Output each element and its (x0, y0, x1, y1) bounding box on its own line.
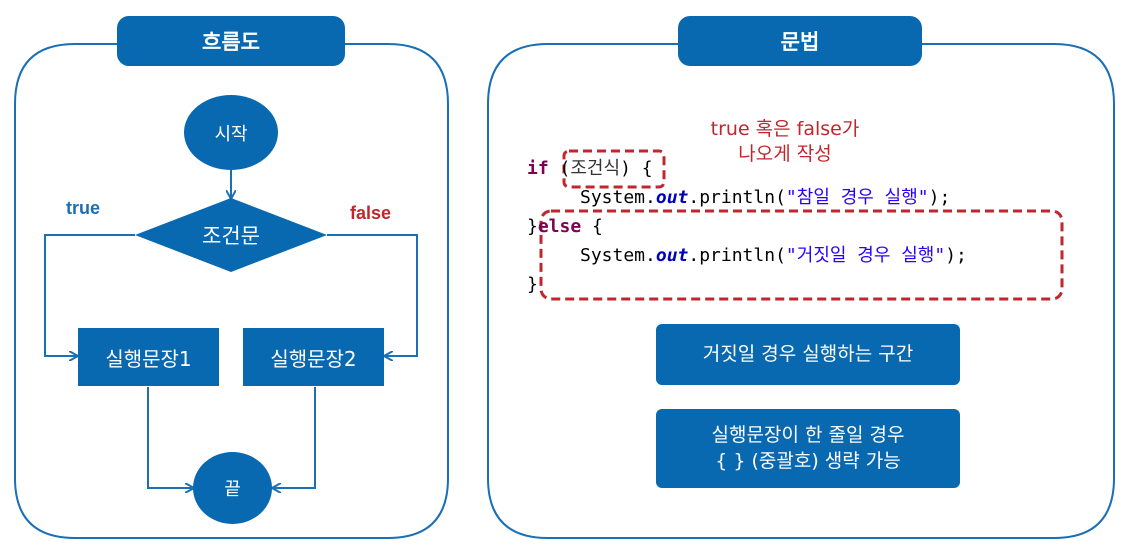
condition-note: true 혹은 false가 나오게 작성 (660, 117, 910, 166)
if-keyword: if (527, 158, 549, 179)
condition-diamond (135, 198, 327, 272)
flowchart-tab: 흐름도 (117, 16, 345, 66)
if-close-brace: } (527, 216, 538, 237)
brace-omit-line1: 실행문장이 한 줄일 경우 (711, 423, 905, 446)
out-field-2: out (655, 245, 689, 266)
if-open-brace: { (641, 158, 653, 179)
condition-highlight (562, 149, 666, 189)
system-text-1: System. (580, 187, 656, 208)
close-call-2: ); (945, 245, 967, 266)
brace-omit-info: 실행문장이 한 줄일 경우 { } (중괄호) 생략 가능 (656, 409, 960, 488)
out-field-1: out (655, 187, 689, 208)
system-text-2: System. (580, 245, 656, 266)
statement1-node: 실행문장1 (78, 328, 219, 386)
false-section-info: 거짓일 경우 실행하는 구간 (656, 324, 960, 385)
close-call-1: ); (928, 187, 951, 208)
else-open-brace: { (592, 216, 603, 237)
end-node: 끝 (193, 452, 272, 524)
end-label: 끝 (224, 479, 241, 500)
syntax-tab-title: 문법 (780, 30, 820, 54)
syntax-tab: 문법 (678, 16, 922, 66)
false-label: false (350, 203, 392, 223)
condition-label: 조건문 (202, 224, 260, 248)
else-block-highlight (539, 209, 1064, 301)
condition-node: 조건문 (135, 198, 327, 272)
statement2-label: 실행문장2 (270, 346, 357, 371)
true-string: "참일 경우 실행" (785, 187, 929, 208)
flowchart-panel-border (14, 43, 449, 539)
false-section-text: 거짓일 경우 실행하는 구간 (702, 342, 914, 365)
condition-note-line1: true 혹은 false가 (710, 118, 860, 140)
code-line-close: } (527, 276, 538, 294)
condition-note-line2: 나오게 작성 (738, 142, 832, 165)
brace-omit-line2: { } (중괄호) 생략 가능 (715, 449, 901, 472)
arrow-false-branch (327, 234, 418, 356)
statement1-label: 실행문장1 (105, 346, 192, 371)
println-text-2: .println( (688, 245, 786, 266)
condition-placeholder: 조건식 (570, 158, 621, 179)
syntax-panel-border (487, 43, 1115, 539)
false-string: "거짓일 경우 실행" (785, 245, 946, 266)
start-node: 시작 (184, 95, 278, 170)
true-label: true (66, 198, 101, 218)
code-line-if: if (조건식) { (527, 158, 653, 179)
else-close-brace: } (527, 274, 538, 295)
statement2-node: 실행문장2 (243, 328, 384, 386)
arrow-statement1-to-end (147, 387, 193, 488)
code-line-true-stmt: System.out.println("참일 경우 실행"); (580, 189, 950, 207)
code-line-false-stmt: System.out.println("거짓일 경우 실행"); (580, 247, 967, 265)
start-label: 시작 (214, 123, 248, 145)
flowchart-tab-title: 흐름도 (202, 30, 260, 54)
arrow-true-branch (44, 234, 135, 356)
code-line-else: }else { (527, 218, 603, 236)
else-keyword: else (537, 216, 582, 237)
println-text-1: .println( (688, 187, 786, 208)
arrow-statement2-to-end (273, 387, 316, 488)
